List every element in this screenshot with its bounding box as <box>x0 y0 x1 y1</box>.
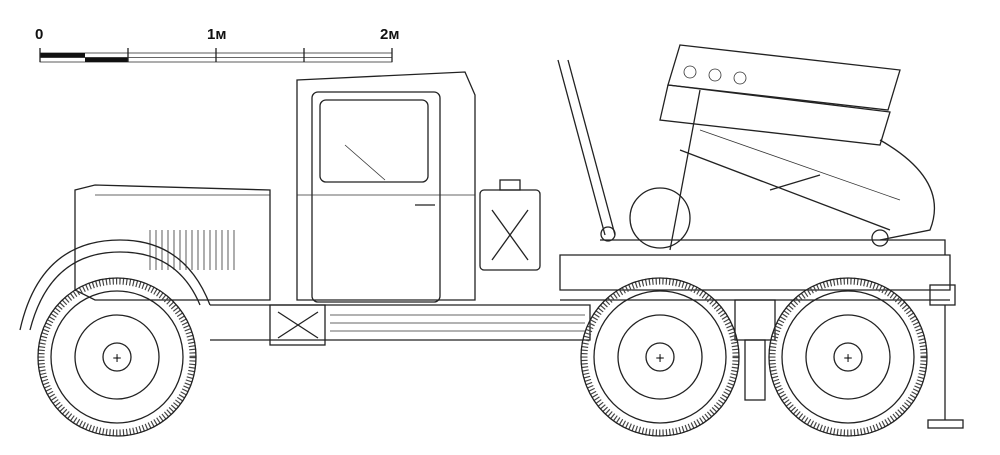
scale-label-1m: 1м <box>207 26 227 43</box>
step-box <box>269 304 326 346</box>
hood <box>19 184 271 331</box>
rocket-launcher <box>557 44 936 251</box>
svg-text:+: + <box>843 351 853 365</box>
scale-label-0: 0 <box>35 26 44 43</box>
chassis-frame <box>210 239 964 429</box>
rear-wheel-1: + <box>580 277 740 437</box>
svg-text:+: + <box>655 351 665 365</box>
fuel-tank <box>479 179 541 271</box>
svg-text:+: + <box>112 351 122 365</box>
scale-label-2m: 2м <box>380 26 400 43</box>
front-wheel: + <box>37 277 197 437</box>
cab <box>296 71 476 303</box>
scale-bar <box>39 48 393 63</box>
rear-wheel-2: + <box>768 277 928 437</box>
